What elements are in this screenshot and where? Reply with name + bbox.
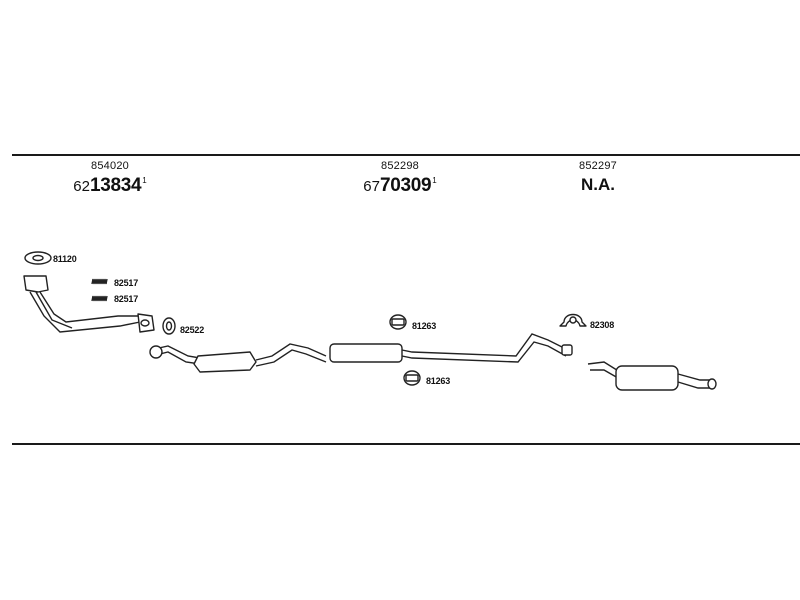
rubber-mount-81263-lower-icon: [403, 370, 421, 386]
column-rear-na: N.A.: [581, 175, 615, 194]
label-spring-a: 82517: [114, 278, 139, 288]
label-ring: 82522: [180, 325, 205, 335]
label-rubber-lower: 81263: [426, 376, 451, 386]
label-spring-b: 82517: [114, 294, 139, 304]
rubber-mount-81263-upper-icon: [389, 314, 407, 330]
spring-82517-a-icon: [91, 278, 108, 285]
column-rear-silencer: 852297 N.A.: [528, 160, 668, 195]
column-front-pipe: 854020 62138341: [40, 160, 180, 197]
column-front-number: 62138341: [40, 175, 180, 197]
bottom-divider: [12, 443, 800, 445]
column-middle-ref: 852298: [381, 160, 419, 172]
column-middle-mark: 1: [432, 176, 437, 185]
column-rear-ref: 852297: [579, 160, 617, 172]
middle-silencer-part: [329, 333, 573, 363]
column-middle-main: 70309: [379, 175, 432, 196]
column-front-prefix: 62: [73, 178, 90, 195]
rear-silencer-part: [587, 361, 717, 391]
column-front-main: 13834: [89, 175, 142, 196]
label-clamp: 82308: [590, 320, 615, 330]
label-gasket-top: 81120: [53, 254, 77, 264]
column-middle-silencer: 852298 67703091: [330, 160, 470, 197]
clamp-82308-icon: [559, 313, 587, 327]
column-front-mark: 1: [142, 176, 147, 185]
front-silencer-part: [149, 343, 327, 373]
column-middle-number: 67703091: [330, 175, 470, 197]
spring-82517-b-icon: [91, 295, 108, 302]
top-divider: [12, 154, 800, 156]
label-rubber-upper: 81263: [412, 321, 437, 331]
ring-82522-icon: [162, 317, 176, 335]
column-middle-prefix: 67: [363, 178, 380, 195]
gasket-81120-icon: [24, 251, 52, 265]
front-pipe-part: [23, 275, 155, 333]
column-front-ref: 854020: [91, 160, 129, 172]
